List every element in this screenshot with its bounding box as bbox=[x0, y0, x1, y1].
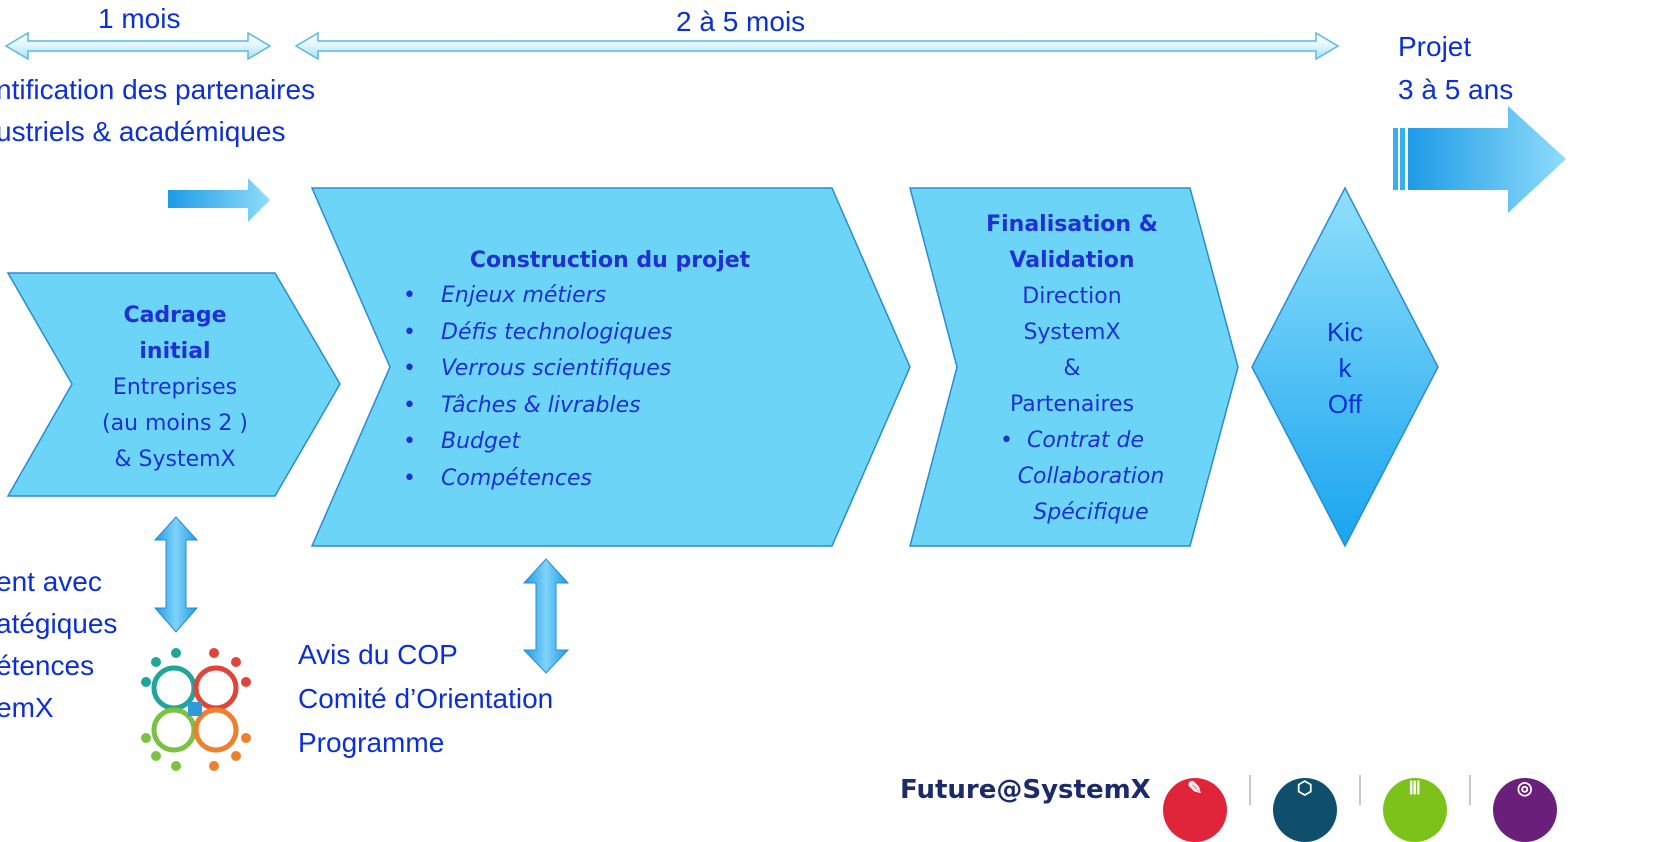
construction-item: Défis technologiques bbox=[403, 315, 672, 352]
logo-separator bbox=[1358, 775, 1361, 805]
duration-label-1-mois: 1 mois bbox=[98, 3, 181, 34]
footer-logos: Future@SystemX ✎ ⬡ Ⅲ ◎ bbox=[900, 775, 1557, 842]
duration-arrow-2-5-mois bbox=[294, 31, 1340, 61]
finalisation-text: Finalisation & Validation Direction Syst… bbox=[972, 207, 1172, 531]
finalisation-bullet-cont: Spécifique bbox=[1033, 500, 1149, 525]
bent-arrow bbox=[168, 178, 270, 258]
logo-separator bbox=[1248, 775, 1251, 805]
finalisation-bullet-text: Contrat de bbox=[1026, 428, 1145, 453]
construction-item: Enjeux métiers bbox=[403, 278, 672, 315]
construction-list: Enjeux métiers Défis technologiques Verr… bbox=[403, 278, 672, 497]
bullet-glyph: • bbox=[999, 428, 1013, 453]
identification-line2: ustriels & académiques bbox=[0, 116, 286, 147]
cop-line: Avis du COP bbox=[298, 639, 458, 670]
shield-badge-icon: ⬡ bbox=[1272, 778, 1337, 842]
cop-line: Comité d’Orientation bbox=[298, 683, 554, 714]
cadrage-line: (au moins 2 ) bbox=[102, 411, 248, 436]
alignement-line: emX bbox=[0, 692, 54, 723]
logo-separator bbox=[1468, 775, 1471, 805]
cadrage-line: Entreprises bbox=[112, 375, 238, 400]
competences-wheel-illustration bbox=[141, 648, 251, 771]
kickoff-diamond bbox=[1251, 186, 1439, 548]
alignement-text: ent avec atégiques étences emX bbox=[0, 561, 117, 729]
pin-badge-icon: ◎ bbox=[1492, 778, 1557, 842]
finalisation-line: SystemX bbox=[1023, 320, 1121, 345]
finalisation-title-line1: Finalisation & bbox=[986, 212, 1158, 237]
construction-item: Tâches & livrables bbox=[403, 388, 672, 425]
cop-text: Avis du COP Comité d’Orientation Program… bbox=[298, 633, 553, 765]
future-systemx-logo: Future@SystemX bbox=[900, 775, 1151, 805]
finalisation-line: Direction bbox=[1022, 284, 1122, 309]
kickoff-line: Kic bbox=[1326, 317, 1364, 347]
kickoff-line: Off bbox=[1327, 389, 1363, 419]
cadrage-text: Cadrage initial Entreprises (au moins 2 … bbox=[84, 298, 266, 478]
cadrage-chevron bbox=[6, 272, 341, 497]
identification-line1: ntification des partenaires bbox=[0, 74, 316, 105]
alignement-line: étences bbox=[0, 650, 95, 681]
alignement-line: ent avec bbox=[0, 566, 102, 597]
pencil-badge-icon: ✎ bbox=[1162, 778, 1227, 842]
cadrage-line: & SystemX bbox=[114, 447, 236, 472]
project-label-line1: Projet bbox=[1398, 31, 1472, 62]
duration-arrow-1-mois bbox=[4, 31, 272, 61]
cadrage-title-line1: Cadrage bbox=[123, 303, 227, 328]
cop-line: Programme bbox=[298, 727, 445, 758]
construction-item: Compétences bbox=[403, 461, 672, 498]
project-arrow bbox=[1393, 106, 1566, 213]
kickoff-line: k bbox=[1338, 353, 1352, 383]
finalisation-line: Partenaires bbox=[1009, 392, 1135, 417]
cadrage-title-line2: initial bbox=[139, 339, 211, 364]
alignement-line: atégiques bbox=[0, 608, 118, 639]
finalisation-chevron bbox=[909, 187, 1239, 547]
finalisation-title-line2: Validation bbox=[1009, 248, 1135, 273]
finalisation-bullet: • Contrat de bbox=[972, 423, 1172, 459]
finalisation-line: & bbox=[1063, 356, 1081, 381]
cadrage-vertical-arrow bbox=[153, 516, 199, 633]
construction-item: Verrous scientifiques bbox=[403, 351, 672, 388]
kickoff-text: Kic k Off bbox=[1305, 314, 1385, 422]
finalisation-bullet-cont: Collaboration bbox=[1017, 464, 1165, 489]
construction-title: Construction du projet bbox=[469, 248, 751, 273]
construction-vertical-arrow bbox=[522, 558, 570, 674]
duration-label-2-5-mois: 2 à 5 mois bbox=[676, 6, 806, 37]
project-label-line2: 3 à 5 ans bbox=[1398, 74, 1514, 105]
construction-item: Budget bbox=[403, 424, 672, 461]
utensils-badge-icon: Ⅲ bbox=[1382, 778, 1447, 842]
